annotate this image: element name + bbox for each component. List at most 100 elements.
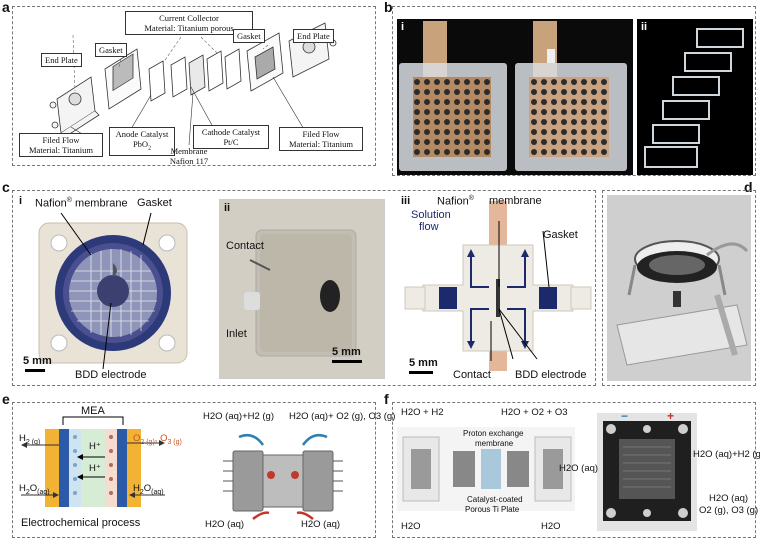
plate-hole xyxy=(541,139,547,145)
filed-flow-left-material: Material: Titanium xyxy=(29,145,93,155)
plate-hole xyxy=(561,149,567,155)
plate-hole xyxy=(531,109,537,115)
f-exploded-photo xyxy=(397,427,575,511)
e-mea-label: MEA xyxy=(81,405,105,417)
e-h2o-left-h: H xyxy=(19,483,26,494)
e-hplus-2: H⁺ xyxy=(89,463,101,474)
mea-schematic xyxy=(21,416,165,507)
plate-hole xyxy=(444,119,450,125)
f-h2o-aq-label: H2O (aq) xyxy=(559,463,599,474)
plate-hole xyxy=(551,139,557,145)
plate-hole xyxy=(424,89,430,95)
flow-field-left-drawing xyxy=(104,48,142,110)
electrolyzer-render xyxy=(223,434,343,520)
plate-hole xyxy=(424,99,430,105)
plate-hole xyxy=(434,109,440,115)
e-top-right-label: H2O (aq)+ O2 (g), O3 (g) xyxy=(289,411,396,422)
anode-catalyst-subscript: 2 xyxy=(148,145,152,152)
plate-hole xyxy=(531,129,537,135)
f-out-bottom-label: H2O (aq) xyxy=(709,493,749,504)
e-o2-o3-label: O2 (g), O3 (g) xyxy=(133,433,182,446)
plate-hole xyxy=(591,149,597,155)
plate-hole xyxy=(484,99,490,105)
e-h2o-left-sub: (aq) xyxy=(37,488,50,496)
membrane-material: Nafion 117 xyxy=(169,156,209,166)
e-h2o-right-label: H2O(aq) xyxy=(133,483,164,496)
bdd-cell-top-view xyxy=(38,212,188,370)
f-out-bottom2-label: O2 (g), O3 (g) xyxy=(699,505,759,516)
e-o3-sub: 3 (g) xyxy=(167,438,182,446)
cathode-catalyst-material: Pt/C xyxy=(223,137,239,147)
current-collector-material: Material: Titanium porous xyxy=(144,23,234,33)
membrane-box: Membrane Nafion 117 xyxy=(161,145,217,167)
c-ii-contact-label: Contact xyxy=(226,240,264,252)
gasket-left-label: Gasket xyxy=(99,45,123,55)
plate-hole xyxy=(551,79,557,85)
panel-d-label: d xyxy=(744,179,753,195)
plate-hole xyxy=(571,139,577,145)
current-collector-box: Current Collector Material: Titanium por… xyxy=(125,11,253,35)
photo-stacked-cells: ii xyxy=(637,19,753,175)
f-h2o-h2-label: H2O + H2 xyxy=(401,407,444,418)
plate-hole xyxy=(464,149,470,155)
c-ii-photo: ii Contact Inlet 5 mm xyxy=(219,199,385,379)
end-plate-left-box: End Plate xyxy=(41,53,82,67)
plate-hole xyxy=(454,149,460,155)
plate-hole xyxy=(571,149,577,155)
plate-hole xyxy=(541,79,547,85)
f-h2o-left-label: H2O xyxy=(401,521,421,532)
plate-hole xyxy=(444,139,450,145)
plate-hole xyxy=(581,129,587,135)
plate-hole xyxy=(464,109,470,115)
plate-hole xyxy=(424,139,430,145)
plate-hole xyxy=(551,119,557,125)
plate-hole xyxy=(571,129,577,135)
c-i-nafion-label: Nafion® membrane xyxy=(35,197,128,210)
f-out-top-label: H2O (aq)+H2 (g) xyxy=(693,449,760,460)
panel-b-sub-i: i xyxy=(401,21,405,33)
plate-hole xyxy=(581,89,587,95)
plate-hole xyxy=(601,139,607,145)
current-collector-label: Current Collector xyxy=(159,13,219,23)
plate-hole xyxy=(454,109,460,115)
plate-hole xyxy=(434,139,440,145)
plate-hole xyxy=(414,149,420,155)
plate-hole xyxy=(474,119,480,125)
plate-hole xyxy=(414,129,420,135)
membrane-label: Membrane xyxy=(170,146,208,156)
plate-hole xyxy=(591,89,597,95)
plate-hole xyxy=(531,79,537,85)
plate-hole xyxy=(434,149,440,155)
panel-f-label: f xyxy=(384,391,389,407)
panel-c: i Nafion® membrane Gasket BDD electrode … xyxy=(12,190,596,386)
panel-c-i-sub: i xyxy=(19,195,23,207)
e-h2-label: H2 (g) xyxy=(19,433,40,446)
e-h2o-left-label: H2O(aq) xyxy=(19,483,50,496)
c-i-membrane-word: membrane xyxy=(71,197,128,210)
c-i-scale-label: 5 mm xyxy=(23,355,52,367)
c-iii-nafion-label: Nafion® xyxy=(437,195,474,208)
c-iii-bdd-label: BDD electrode xyxy=(515,369,587,381)
exploded-cell-diagram xyxy=(49,22,337,146)
end-plate-left-drawing xyxy=(49,76,100,138)
gasket-right-box: Gasket xyxy=(233,29,265,43)
plate-hole xyxy=(424,119,430,125)
e-h2o-right-o: O xyxy=(143,483,152,494)
plate-hole xyxy=(591,139,597,145)
panel-e: MEA H2 (g) O2 (g), O3 (g) H2O(aq) H2O(aq… xyxy=(12,402,395,538)
e-bottom-left-label: H2O (aq) xyxy=(205,519,245,530)
plate-hole xyxy=(591,99,597,105)
plate-hole xyxy=(601,119,607,125)
plate-hole xyxy=(414,99,420,105)
gasket-right-label: Gasket xyxy=(237,31,261,41)
plate-hole xyxy=(561,129,567,135)
end-plate-left-label: End Plate xyxy=(45,55,78,65)
panel-b: i ii xyxy=(392,6,756,176)
plate-hole xyxy=(484,139,490,145)
plate-hole xyxy=(551,149,557,155)
plate-hole xyxy=(541,109,547,115)
plate-hole xyxy=(581,139,587,145)
e-o2: O xyxy=(133,433,141,444)
c-i-bdd-label: BDD electrode xyxy=(75,369,147,381)
e-o3: , O xyxy=(154,433,168,444)
